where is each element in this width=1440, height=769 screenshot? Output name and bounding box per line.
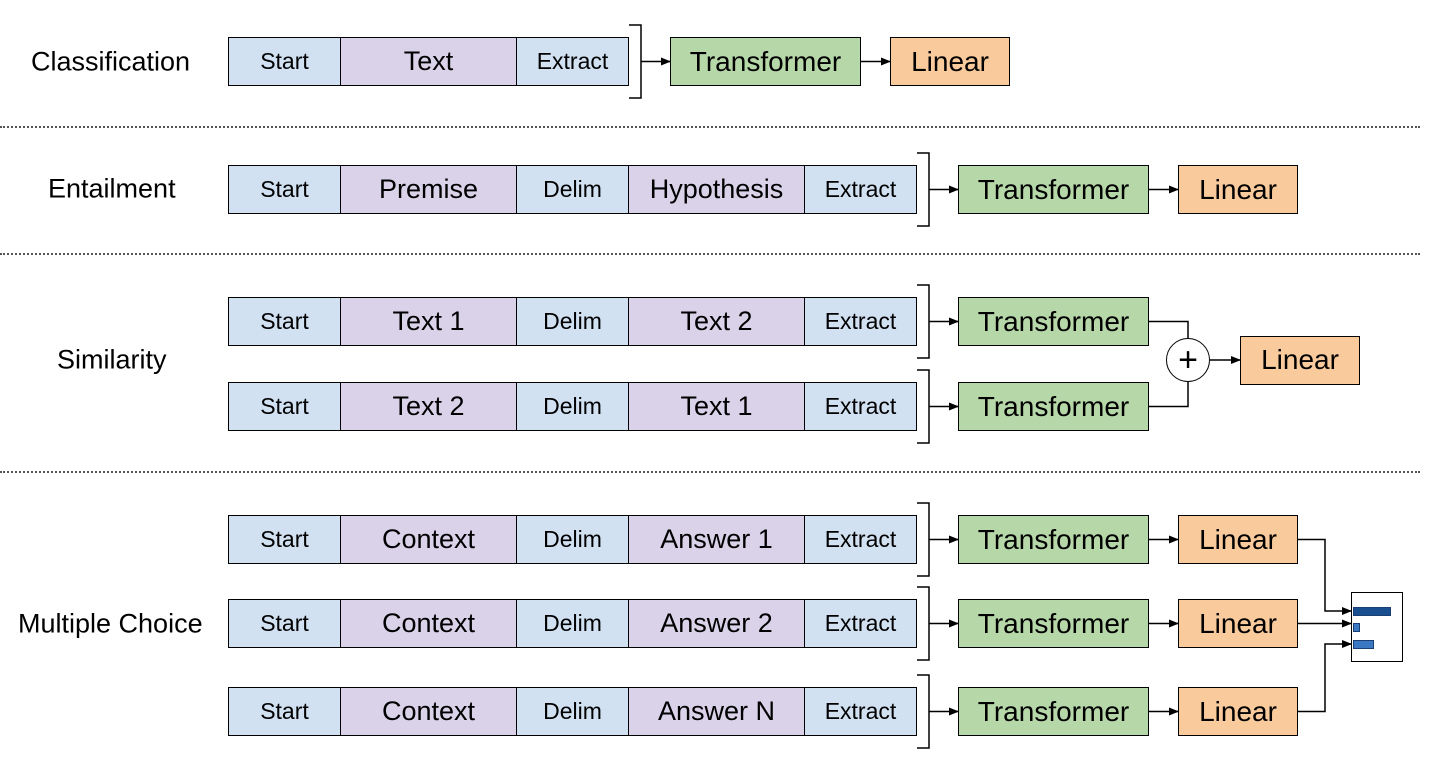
token-start: Start: [228, 515, 341, 564]
arrow-to-output: [1298, 538, 1352, 615]
token-premise: Premise: [340, 165, 517, 214]
token-text: Text: [340, 37, 517, 86]
token-context: Context: [340, 687, 517, 736]
token-extract: Extract: [804, 382, 917, 431]
row-label-classification: Classification: [31, 46, 191, 77]
sum-node-icon: +: [1166, 338, 1210, 382]
token-extract: Extract: [516, 37, 629, 86]
output-score-bar: [1353, 607, 1391, 616]
transformer-block: Transformer: [958, 165, 1149, 214]
linear-block: Linear: [1178, 599, 1298, 648]
token-start: Start: [228, 599, 341, 648]
token-start: Start: [228, 165, 341, 214]
token-hypothesis: Hypothesis: [628, 165, 805, 214]
token-delim: Delim: [516, 165, 629, 214]
transformer-block: Transformer: [958, 687, 1149, 736]
token-text-2: Text 2: [628, 297, 805, 346]
sequence-bracket: [917, 152, 930, 227]
token-start: Start: [228, 687, 341, 736]
arrow-to-output: [1298, 640, 1352, 713]
sequence-bracket: [917, 586, 930, 661]
token-extract: Extract: [804, 297, 917, 346]
token-delim: Delim: [516, 599, 629, 648]
token-extract: Extract: [804, 515, 917, 564]
section-divider-1: [0, 126, 1420, 128]
section-divider-2: [0, 253, 1420, 255]
token-start: Start: [228, 382, 341, 431]
linear-block: Linear: [890, 37, 1010, 86]
token-extract: Extract: [804, 599, 917, 648]
linear-block: Linear: [1178, 687, 1298, 736]
linear-block: Linear: [1178, 515, 1298, 564]
transformer-block: Transformer: [958, 515, 1149, 564]
token-delim: Delim: [516, 687, 629, 736]
token-text-2: Text 2: [340, 382, 517, 431]
merge-line-bottom: [1149, 382, 1189, 408]
token-context: Context: [340, 515, 517, 564]
sequence-bracket: [917, 284, 930, 359]
transformer-block: Transformer: [958, 297, 1149, 346]
output-score-bar: [1353, 623, 1360, 632]
section-divider-3: [0, 471, 1420, 473]
sequence-bracket: [917, 369, 930, 444]
token-text-1: Text 1: [628, 382, 805, 431]
token-extract: Extract: [804, 687, 917, 736]
linear-block: Linear: [1240, 335, 1360, 385]
token-delim: Delim: [516, 515, 629, 564]
transformer-block: Transformer: [958, 382, 1149, 431]
output-score-bar: [1353, 640, 1374, 649]
row-label-similarity: Similarity: [57, 344, 167, 375]
token-delim: Delim: [516, 297, 629, 346]
token-delim: Delim: [516, 382, 629, 431]
token-extract: Extract: [804, 165, 917, 214]
token-answer-1: Answer 1: [628, 515, 805, 564]
token-answer-2: Answer 2: [628, 599, 805, 648]
row-label-entailment: Entailment: [48, 173, 176, 204]
row-label-multiple-choice: Multiple Choice: [18, 608, 203, 639]
sequence-bracket: [917, 674, 930, 749]
token-context: Context: [340, 599, 517, 648]
token-start: Start: [228, 37, 341, 86]
token-answer-n: Answer N: [628, 687, 805, 736]
sequence-bracket: [629, 24, 642, 99]
transformer-block: Transformer: [958, 599, 1149, 648]
softmax-bar-chart-icon: [1351, 592, 1403, 662]
token-text-1: Text 1: [340, 297, 517, 346]
transformer-block: Transformer: [670, 37, 861, 86]
linear-block: Linear: [1178, 165, 1298, 214]
merge-line-top: [1149, 320, 1189, 338]
sequence-bracket: [917, 502, 930, 577]
token-start: Start: [228, 297, 341, 346]
